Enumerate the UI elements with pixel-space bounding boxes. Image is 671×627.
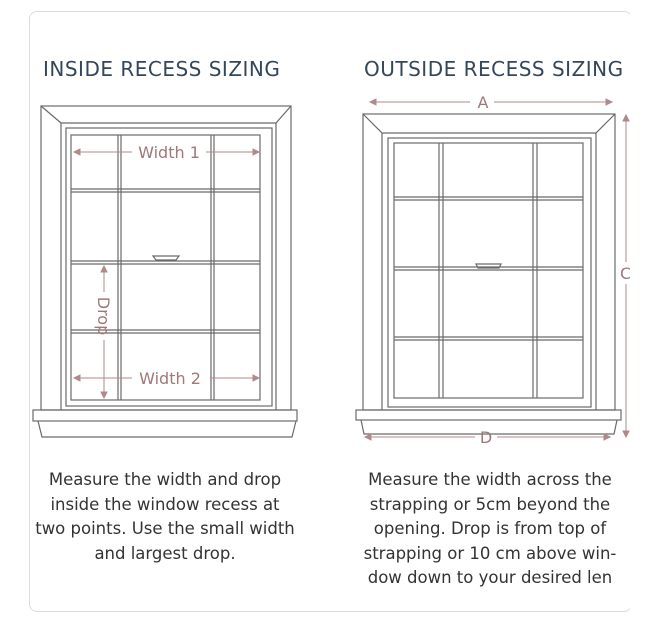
outside-window <box>355 113 622 435</box>
d-label: D <box>480 428 492 447</box>
c-label: C <box>620 264 631 283</box>
drop-label: Drop <box>94 297 113 336</box>
inside-measurements <box>72 148 261 400</box>
inside-description: Measure the width and drop inside the wi… <box>35 470 295 563</box>
width-2-label: Width 2 <box>139 369 201 388</box>
inside-window <box>32 105 298 438</box>
outside-description: Measure the width across the strapping o… <box>363 470 617 587</box>
outside-recess-title: OUTSIDE RECESS SIZING <box>364 57 624 81</box>
a-label: A <box>478 93 489 112</box>
inside-recess-title: INSIDE RECESS SIZING <box>43 57 281 81</box>
outside-measurements <box>363 98 630 441</box>
width-1-label: Width 1 <box>138 143 200 162</box>
